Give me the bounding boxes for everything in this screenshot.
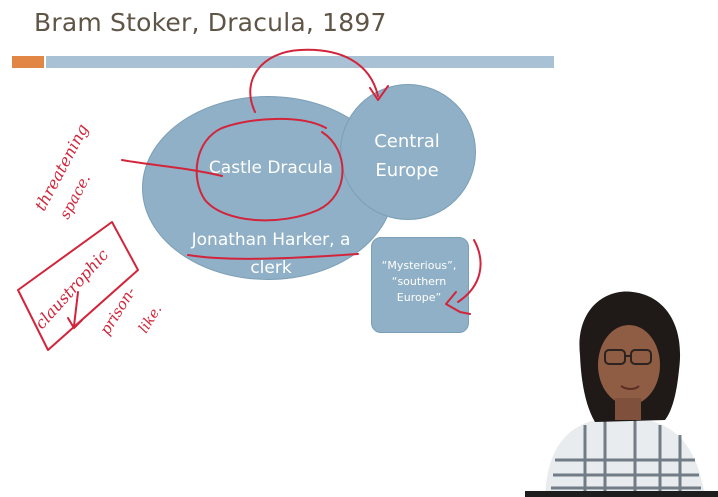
- underline-harker: [187, 253, 359, 260]
- presenter-face: [598, 325, 660, 405]
- line-to-castle: [121, 159, 223, 177]
- prison-note: prison-: [96, 284, 139, 339]
- claustrophobic-note: claustrophic: [31, 245, 112, 332]
- mysterious-box: [371, 237, 469, 333]
- presenter-shirt: [545, 418, 705, 497]
- central-europe-circle: [340, 84, 476, 220]
- mysterious-line1: “Mysterious”,: [381, 259, 457, 272]
- circle-around-castle: [195, 117, 344, 222]
- harker-label: Jonathan Harker, a clerk: [186, 226, 356, 282]
- central-europe-line1: Central: [374, 131, 440, 152]
- castle-dracula-label: Castle Dracula: [208, 158, 334, 178]
- harker-line1: Jonathan Harker, a: [191, 230, 351, 250]
- mysterious-label: “Mysterious”, “southern Europe”: [371, 258, 467, 306]
- central-europe-label: Central Europe: [340, 127, 474, 185]
- claustro-down-arrow: [67, 291, 83, 329]
- video-bottom-edge: [525, 491, 718, 497]
- harker-line2: clerk: [250, 258, 292, 278]
- mysterious-line3: Europe”: [396, 291, 442, 304]
- title-accent-bar: [12, 56, 44, 68]
- arrow-head-right: [445, 291, 471, 315]
- page-title: Bram Stoker, Dracula, 1897: [34, 8, 387, 37]
- arrow-curve-top: [249, 48, 379, 113]
- title-underline-bar: [46, 56, 554, 68]
- presenter-mouth: [620, 385, 640, 390]
- claustro-box: [17, 221, 139, 351]
- presenter-video: [525, 280, 718, 497]
- arrow-head-top: [369, 85, 389, 101]
- presenter-neck: [615, 398, 641, 420]
- mysterious-line2: “southern: [391, 275, 447, 288]
- central-europe-line2: Europe: [375, 160, 439, 181]
- arrow-curve-right: [457, 239, 482, 303]
- presenter-glasses: [604, 349, 652, 365]
- like-note: like.: [136, 302, 166, 336]
